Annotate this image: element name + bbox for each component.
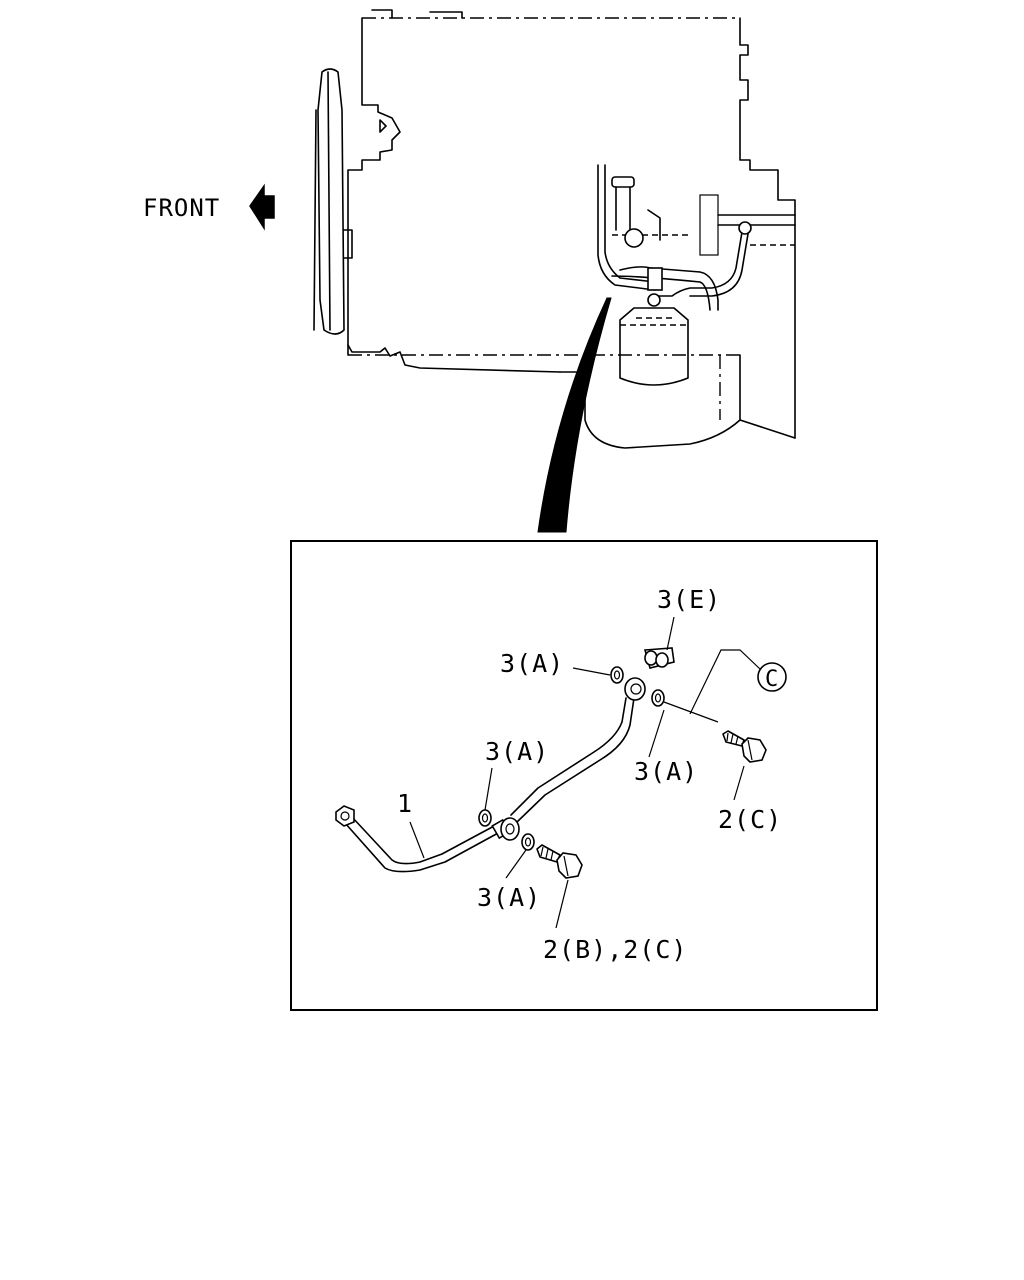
washer-upper-left [610, 666, 624, 684]
label-washer-mid-left: 3(A) [485, 737, 549, 766]
front-label: FRONT [143, 194, 220, 222]
label-washer-lower: 3(A) [477, 883, 541, 912]
washer-lower [521, 833, 535, 851]
clip-part [643, 647, 675, 669]
leader-lines [409, 616, 761, 929]
label-clip-3e: 3(E) [657, 585, 721, 614]
bolt-lower [536, 844, 583, 879]
label-bolt-lower: 2(B),2(C) [543, 935, 687, 964]
detail-callout-pointer [537, 297, 612, 533]
front-arrow-icon [249, 183, 275, 231]
label-bolt-right: 2(C) [718, 805, 782, 834]
label-washer-right: 3(A) [634, 757, 698, 786]
washer-mid-left [478, 809, 492, 827]
washer-right [651, 689, 665, 707]
label-part-1: 1 [397, 789, 413, 818]
detail-frame [290, 540, 878, 1011]
circle-callout [757, 662, 787, 692]
oil-pipe [335, 677, 646, 873]
engine-overview [313, 9, 796, 533]
bolt-right [722, 730, 767, 763]
label-washer-upper-left: 3(A) [500, 649, 564, 678]
circle-callout-letter: C [765, 667, 778, 692]
